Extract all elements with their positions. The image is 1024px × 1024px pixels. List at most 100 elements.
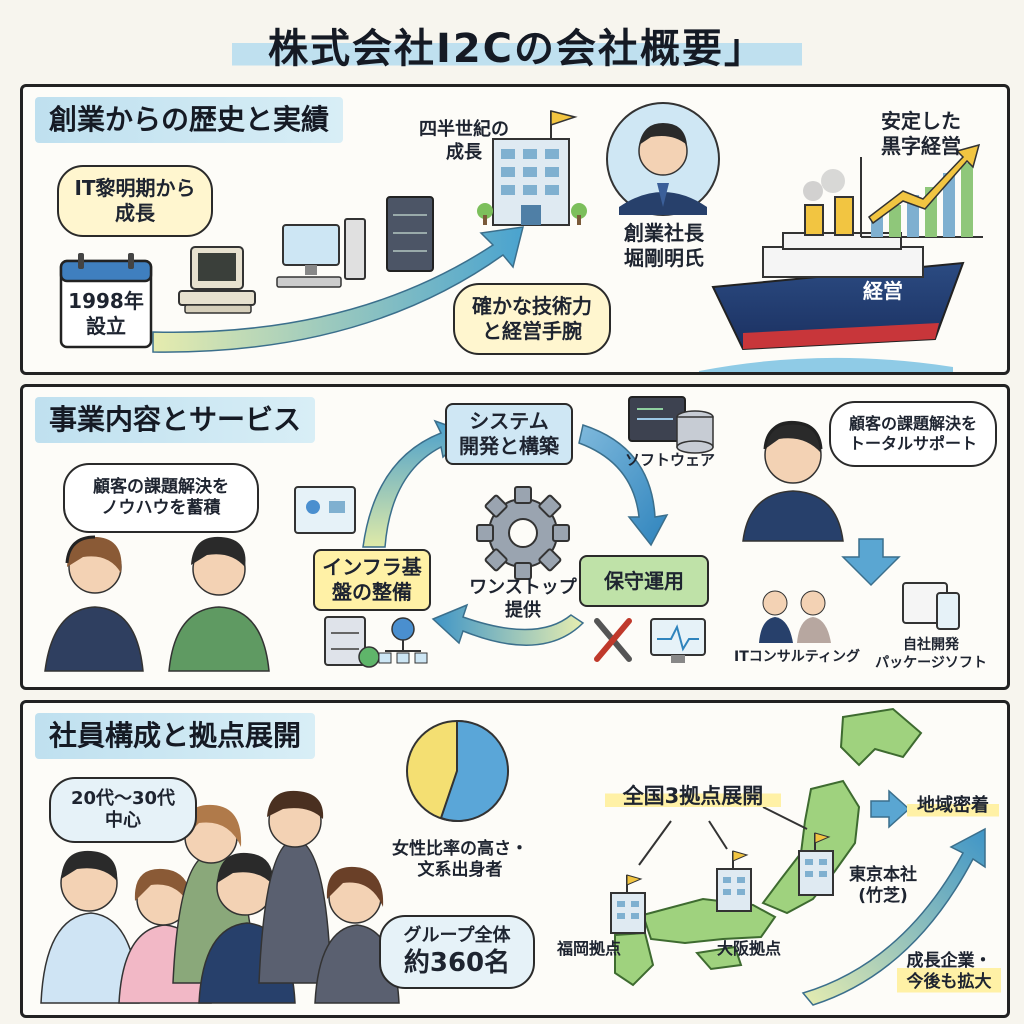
- growth-arrow: [152, 226, 524, 353]
- business-illustration: [44, 396, 960, 672]
- gear-icon: [476, 486, 570, 580]
- consulting-label: ITコンサルティング: [734, 649, 860, 665]
- tech-line1: 確かな技術力: [472, 294, 592, 318]
- growth-arrow-2: [801, 827, 986, 1006]
- business-panel: 事業内容とサービス: [20, 384, 1010, 690]
- calendar-icon: [59, 253, 153, 349]
- one-stop-label: ワンストップ 提供: [467, 577, 579, 622]
- operator-with-headset-illustration: [742, 420, 844, 542]
- business-section-title: 事業内容とサービス: [35, 397, 316, 443]
- cycle-arrow-right: [578, 424, 669, 547]
- ship-icon: [699, 169, 965, 372]
- knowhow-line2: ノウハウを蓄積: [101, 498, 221, 518]
- founder-name: 堀剛明氏: [624, 246, 704, 270]
- group-size-bubble: グループ全体 約360名: [379, 915, 535, 989]
- woman-with-headset-illustration: [44, 535, 144, 672]
- down-arrow: [841, 538, 901, 587]
- founded-label: 1998年 設立: [61, 289, 151, 339]
- bases-connector-lines: [638, 806, 808, 866]
- bases-label: 全国3拠点展開: [605, 783, 781, 810]
- it-dawn-line1: IT黎明期から: [74, 176, 196, 200]
- tools-icon: [594, 618, 632, 662]
- quarter-century-label: 四半世紀の 成長: [409, 119, 519, 164]
- employee-group-illustration: [40, 790, 400, 1004]
- tech-line2: と経営手腕: [482, 319, 582, 343]
- history-section-title: 創業からの歴史と実績: [35, 97, 344, 143]
- history-panel: 創業からの歴史と実績: [20, 84, 1010, 375]
- flow-diagram-icon: [294, 486, 356, 534]
- profit-chart-icon: [860, 143, 983, 238]
- group-size-line1: グループ全体: [403, 924, 511, 946]
- group-size-count: 約360名: [403, 948, 511, 978]
- database-icon: [628, 396, 714, 454]
- growth-line2: 今後も拡大: [906, 972, 992, 993]
- server-rack-icon: [324, 616, 380, 668]
- fukuoka-building-icon: [610, 874, 646, 934]
- quarter-century-line1: 四半世紀の: [419, 119, 509, 140]
- infra-line1: インフラ基: [322, 555, 422, 579]
- age-line1: 20代〜30代: [70, 787, 176, 809]
- tokyo-building-icon: [798, 832, 834, 896]
- title-highlight: 株式会社I2Cの会社概要」: [232, 14, 802, 74]
- network-icon: [378, 617, 428, 664]
- profit-line1: 安定した: [881, 109, 961, 133]
- female-ratio-label: 女性比率の高さ・ 文系出身者: [385, 839, 535, 882]
- regional-arrow: [870, 789, 911, 829]
- support-line1: 顧客の課題解決を: [848, 414, 977, 433]
- ship-label: 経営: [863, 279, 903, 303]
- one-stop-line2: 提供: [505, 599, 541, 621]
- age-line2: 中心: [105, 810, 141, 831]
- founder-label: 創業社長 堀剛明氏: [619, 221, 709, 271]
- it-dawn-line2: 成長: [115, 201, 155, 225]
- infra-line2: 盤の整備: [332, 580, 412, 604]
- desktop-computer-icon: [276, 218, 366, 288]
- package-software-icon: [902, 582, 960, 630]
- server-icon: [386, 196, 434, 272]
- age-bubble: 20代〜30代 中心: [49, 777, 197, 843]
- japan-map: [614, 707, 923, 987]
- infra-box: インフラ基 盤の整備: [313, 549, 431, 611]
- maintenance-box: 保守運用: [579, 555, 709, 607]
- history-illustration: [59, 102, 983, 372]
- staff-panel: 社員構成と拠点展開: [20, 700, 1010, 1018]
- tokyo-line1: 東京本社: [849, 865, 917, 885]
- profit-line2: 黒字経営: [881, 134, 961, 158]
- support-bubble: 顧客の課題解決を トータルサポート: [829, 401, 997, 467]
- one-stop-line1: ワンストップ: [469, 577, 577, 598]
- female-ratio-line2: 文系出身者: [417, 860, 503, 881]
- founder-portrait: [606, 102, 720, 216]
- retro-computer-icon: [178, 246, 256, 314]
- regional-label: 地域密着: [907, 795, 999, 818]
- support-line2: トータルサポート: [848, 434, 977, 453]
- profit-label: 安定した 黒字経営: [861, 109, 981, 159]
- software-label: ソフトウェア: [624, 451, 715, 469]
- system-dev-box: システム 開発と構築: [445, 403, 573, 465]
- system-dev-line2: 開発と構築: [459, 434, 559, 458]
- it-dawn-bubble: IT黎明期から 成長: [57, 165, 213, 237]
- tokyo-label: 東京本社 (竹芝): [829, 865, 937, 908]
- package-label: 自社開発 パッケージソフト: [863, 637, 999, 672]
- founded-year: 1998年: [68, 289, 144, 313]
- page-title: 株式会社I2Cの会社概要」: [267, 26, 767, 72]
- system-dev-line1: システム: [469, 409, 549, 433]
- knowhow-bubble: 顧客の課題解決を ノウハウを蓄積: [63, 463, 259, 533]
- package-line1: 自社開発: [903, 637, 959, 653]
- osaka-building-icon: [716, 850, 752, 912]
- fukuoka-label: 福岡拠点: [556, 939, 621, 958]
- growth-line1: 成長企業・: [906, 951, 992, 971]
- package-line2: パッケージソフト: [875, 654, 987, 671]
- office-building-icon: [477, 110, 587, 226]
- tech-bubble: 確かな技術力 と経営手腕: [453, 283, 611, 355]
- osaka-label: 大阪拠点: [716, 939, 781, 958]
- knowhow-line1: 顧客の課題解決を: [93, 476, 229, 497]
- female-ratio-line1: 女性比率の高さ・: [392, 839, 528, 859]
- growth-label: 成長企業・ 今後も拡大: [897, 951, 1001, 994]
- consulting-meeting-illustration: [759, 590, 831, 643]
- monitor-pulse-icon: [650, 618, 706, 663]
- staff-illustration: [40, 707, 986, 1006]
- founder-title: 創業社長: [624, 221, 704, 245]
- man-green-sweater-illustration: [168, 536, 270, 672]
- staff-section-title: 社員構成と拠点展開: [35, 713, 316, 759]
- cycle-arrow-left: [431, 603, 585, 646]
